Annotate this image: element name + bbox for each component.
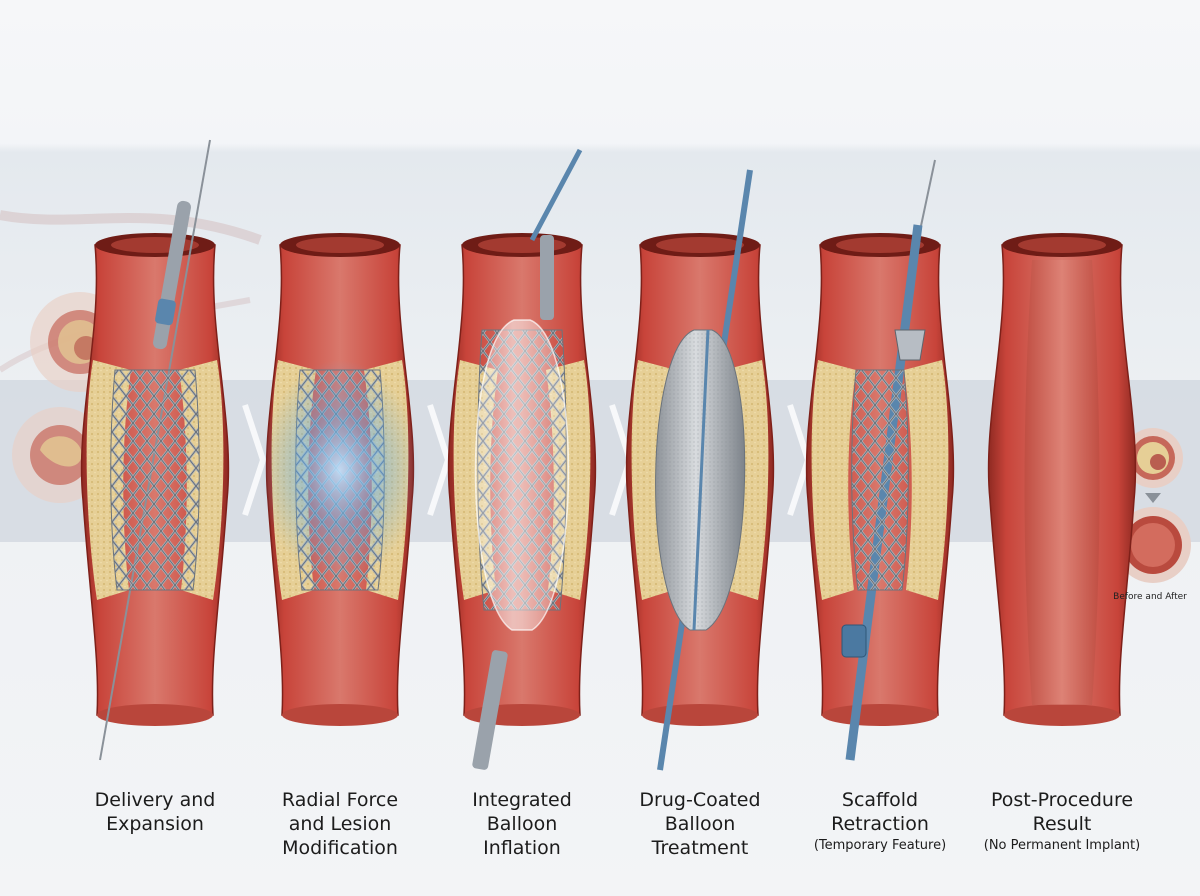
step-caption-line: Balloon — [486, 813, 558, 835]
step-caption-line: Modification — [282, 837, 398, 859]
vessel-step-5 — [805, 159, 955, 761]
catheter-connector — [540, 235, 554, 320]
vessel-step-6 — [987, 233, 1137, 726]
vessel-opening-bottom — [822, 704, 938, 726]
vessel-lumen-top — [111, 237, 199, 253]
step-caption-line: Balloon — [664, 813, 736, 835]
catheter-band — [155, 298, 176, 326]
step-caption-line: Treatment — [651, 837, 749, 859]
catheter-hub — [841, 624, 867, 658]
vessel-lumen-top — [656, 237, 744, 253]
balloon-inner-shaft — [692, 329, 710, 631]
stent-scaffold — [851, 369, 909, 591]
before-cross-section — [1123, 428, 1183, 488]
vessel-lumen-top — [1018, 237, 1106, 253]
step-caption-line: Delivery and — [94, 789, 216, 811]
step-caption-line: Inflation — [483, 837, 561, 859]
stent-scaffold — [110, 369, 200, 591]
retraction-sheath-tip — [894, 329, 926, 361]
step-caption-line: and Lesion — [288, 813, 392, 835]
vessel-step-4 — [625, 169, 775, 771]
step-caption-line: Post-Procedure — [990, 789, 1134, 811]
vessel-lumen-top — [836, 237, 924, 253]
catheter-connector-lower — [472, 650, 508, 770]
plaque-left — [811, 360, 856, 600]
open-lumen — [1024, 260, 1100, 705]
radial-force-glow — [260, 360, 420, 580]
step-caption-line: Drug-Coated — [639, 789, 761, 811]
vessel-step-3 — [447, 148, 597, 770]
step-caption-note: (Temporary Feature) — [813, 838, 947, 853]
step-caption-line: Retraction — [831, 813, 929, 835]
before-after-label: Before and After — [1113, 592, 1187, 602]
before-after-arrow-icon — [1145, 493, 1161, 503]
vessel-opening-bottom — [642, 704, 758, 726]
catheter-shaft — [529, 148, 583, 242]
vessel-step-2 — [260, 233, 420, 726]
vessel-opening-bottom — [97, 704, 213, 726]
step-caption-line: Radial Force — [281, 789, 399, 811]
vessel-step-1 — [80, 139, 230, 761]
step-caption-line: Scaffold — [841, 789, 919, 811]
plaque-right — [904, 360, 949, 600]
background-vessel-decoration — [0, 210, 262, 245]
step-caption-line: Result — [1032, 813, 1092, 835]
vessel-opening-bottom — [282, 704, 398, 726]
step-caption-line: Integrated — [472, 789, 572, 811]
step-caption-line: Expansion — [106, 813, 204, 835]
vessel-lumen-top — [296, 237, 384, 253]
step-caption-note: (No Permanent Implant) — [983, 838, 1141, 853]
after-cross-section — [1115, 507, 1191, 583]
integrated-balloon — [474, 319, 570, 631]
vessel-opening-bottom — [1004, 704, 1120, 726]
